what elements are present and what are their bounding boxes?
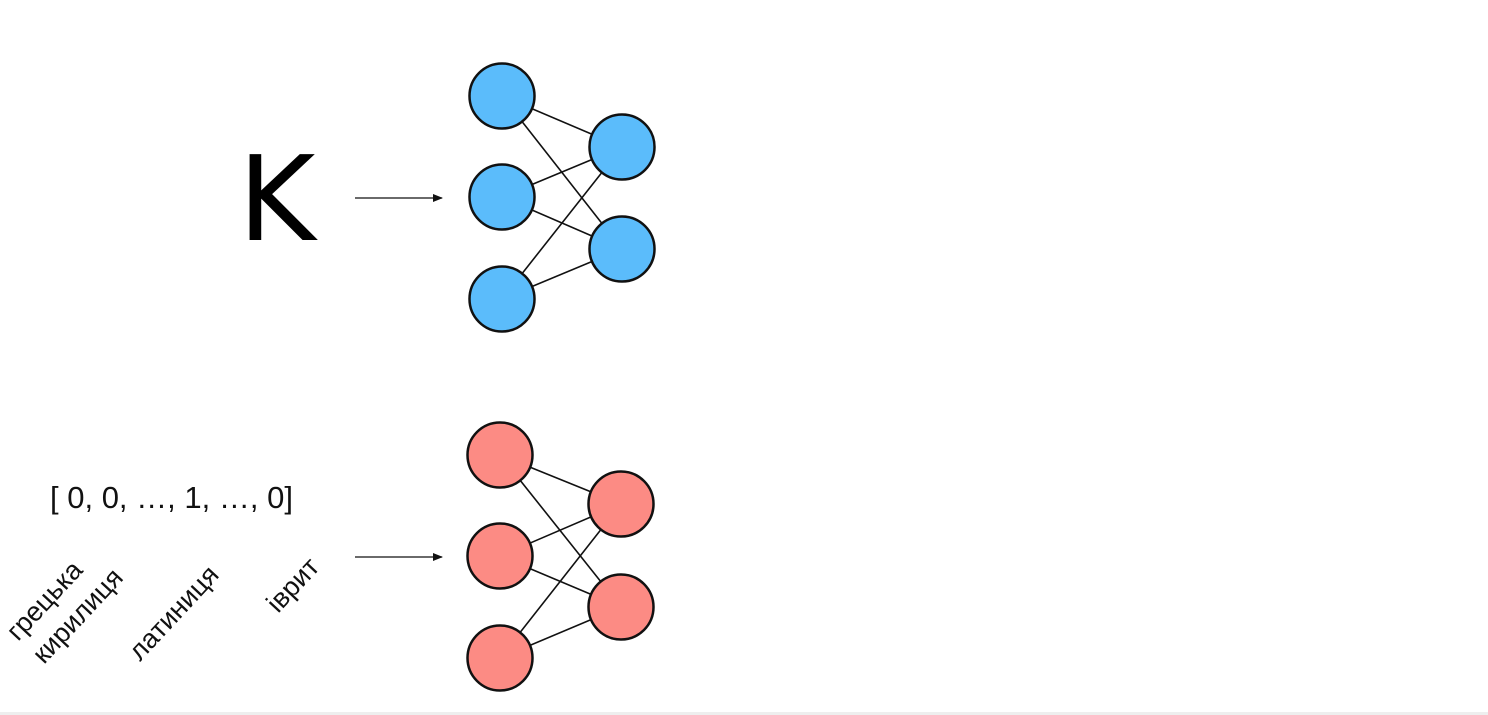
bottom-network-input-node-1 — [466, 421, 534, 489]
top-network-output-node-2 — [588, 215, 656, 283]
bottom-network-input-node-2 — [466, 522, 534, 590]
top-network-output-node-1 — [588, 113, 656, 181]
bottom-divider — [0, 712, 1488, 715]
bottom-network-output-node-1 — [587, 470, 655, 538]
category-label-hebrew: іврит — [260, 552, 325, 618]
bottom-network-input-node-3 — [466, 624, 534, 692]
bottom-network-output-node-2 — [587, 573, 655, 641]
bottom-neural-network — [466, 421, 655, 692]
top-neural-network — [468, 62, 656, 333]
input-glyph: K — [238, 130, 318, 268]
one-hot-vector: [ 0, 0, …, 1, …, 0] — [50, 480, 293, 515]
top-network-input-node-3 — [468, 265, 536, 333]
category-label-latin: латиниця — [122, 560, 224, 667]
top-network-input-node-2 — [468, 163, 536, 231]
top-network-input-node-1 — [468, 62, 536, 130]
